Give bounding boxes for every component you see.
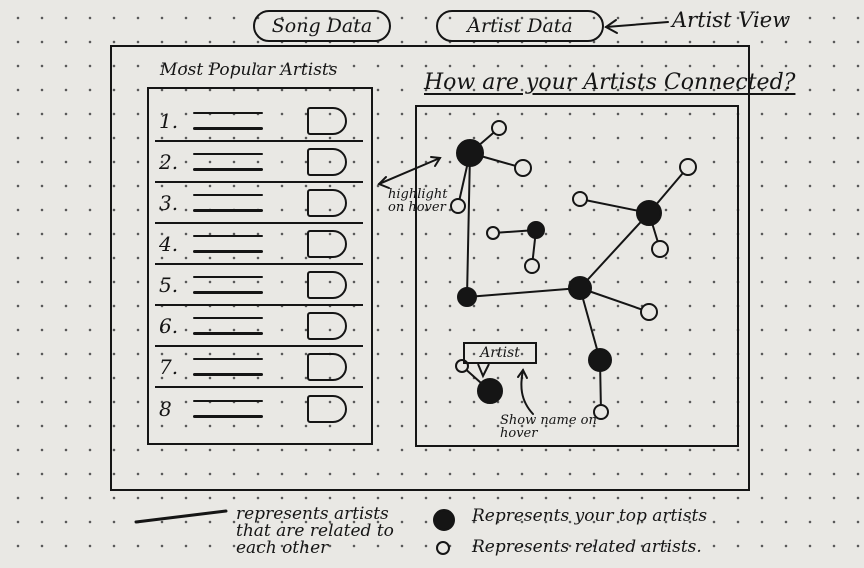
artist-name-placeholder	[193, 316, 263, 335]
highlight-hover-arrow	[377, 156, 442, 189]
legend-hollow-node-icon	[436, 541, 450, 555]
related-artist-node[interactable]	[491, 120, 507, 136]
legend-line-mark	[134, 509, 228, 524]
artist-name-placeholder	[193, 193, 263, 212]
artist-list-row[interactable]: 5.	[155, 265, 363, 306]
artist-rank: 5.	[159, 272, 179, 297]
tooltip-pointer	[477, 363, 490, 379]
related-artist-node[interactable]	[593, 404, 609, 420]
artist-name-placeholder	[193, 111, 263, 130]
highlight-on-hover-note: highlight on hover	[388, 187, 448, 215]
related-artist-node[interactable]	[524, 258, 540, 274]
view-pointer-arrow	[604, 19, 669, 34]
artist-image-placeholder	[307, 147, 347, 176]
artist-rank: 3.	[159, 190, 179, 215]
top-artist-node[interactable]	[457, 287, 477, 307]
artist-image-placeholder	[307, 270, 347, 299]
graph-related-artist-nodes	[450, 120, 697, 420]
artist-list-title: Most Popular Artists	[160, 60, 338, 80]
artist-tooltip: Artist	[463, 342, 537, 364]
artist-view-label: Artist View	[672, 8, 791, 32]
top-artist-node[interactable]	[636, 200, 662, 226]
related-artist-node[interactable]	[651, 240, 669, 258]
top-artist-node[interactable]	[588, 348, 612, 372]
show-name-on-hover-note: Show name on hover	[500, 413, 597, 441]
artist-list-row[interactable]: 1.	[155, 101, 363, 142]
top-artist-node[interactable]	[477, 378, 503, 404]
artist-rank: 7.	[159, 354, 179, 379]
artist-view-frame	[110, 45, 750, 491]
artist-list-row[interactable]: 4.	[155, 224, 363, 265]
show-name-pointer	[517, 368, 534, 415]
legend-related-artist-description: Represents related artists.	[472, 537, 702, 557]
artist-image-placeholder	[307, 394, 347, 423]
artist-list-row[interactable]: 8	[155, 388, 363, 429]
artist-name-placeholder	[193, 275, 263, 294]
artist-rank: 8	[159, 396, 172, 421]
artist-list-row[interactable]: 7.	[155, 347, 363, 388]
legend-line-description: represents artists that are related to e…	[236, 504, 394, 558]
artist-name-placeholder	[193, 234, 263, 253]
artist-rank: 4.	[159, 231, 179, 256]
artist-list-row[interactable]: 2.	[155, 142, 363, 183]
legend-filled-node-icon	[433, 509, 455, 531]
artist-image-placeholder	[307, 229, 347, 258]
top-artist-node[interactable]	[456, 139, 484, 167]
artist-image-placeholder	[307, 106, 347, 135]
artist-image-placeholder	[307, 188, 347, 217]
artist-network-graph	[415, 105, 739, 447]
artist-name-placeholder	[193, 399, 263, 418]
artist-name-placeholder	[193, 357, 263, 376]
related-artist-node[interactable]	[514, 159, 532, 177]
tab-artist-data[interactable]: Artist Data	[436, 10, 604, 42]
related-artist-node[interactable]	[450, 198, 466, 214]
related-artist-node[interactable]	[640, 303, 658, 321]
top-artist-node[interactable]	[527, 221, 545, 239]
artist-image-placeholder	[307, 311, 347, 340]
artist-list-row[interactable]: 6.	[155, 306, 363, 347]
legend-top-artist-description: Represents your top artists	[472, 506, 708, 526]
top-artist-node[interactable]	[568, 276, 592, 300]
related-artist-node[interactable]	[679, 158, 697, 176]
artist-name-placeholder	[193, 152, 263, 171]
related-artist-node[interactable]	[572, 191, 588, 207]
artist-list-panel	[147, 87, 373, 445]
artist-image-placeholder	[307, 352, 347, 381]
artist-rank: 2.	[159, 149, 179, 174]
artist-list-row[interactable]: 3.	[155, 183, 363, 224]
tab-song-data[interactable]: Song Data	[253, 10, 391, 42]
artist-rank: 1.	[159, 108, 179, 133]
graph-top-artist-nodes	[456, 139, 662, 404]
graph-title: How are your Artists Connected?	[424, 70, 796, 95]
related-artist-node[interactable]	[486, 226, 500, 240]
artist-rank: 6.	[159, 313, 179, 338]
